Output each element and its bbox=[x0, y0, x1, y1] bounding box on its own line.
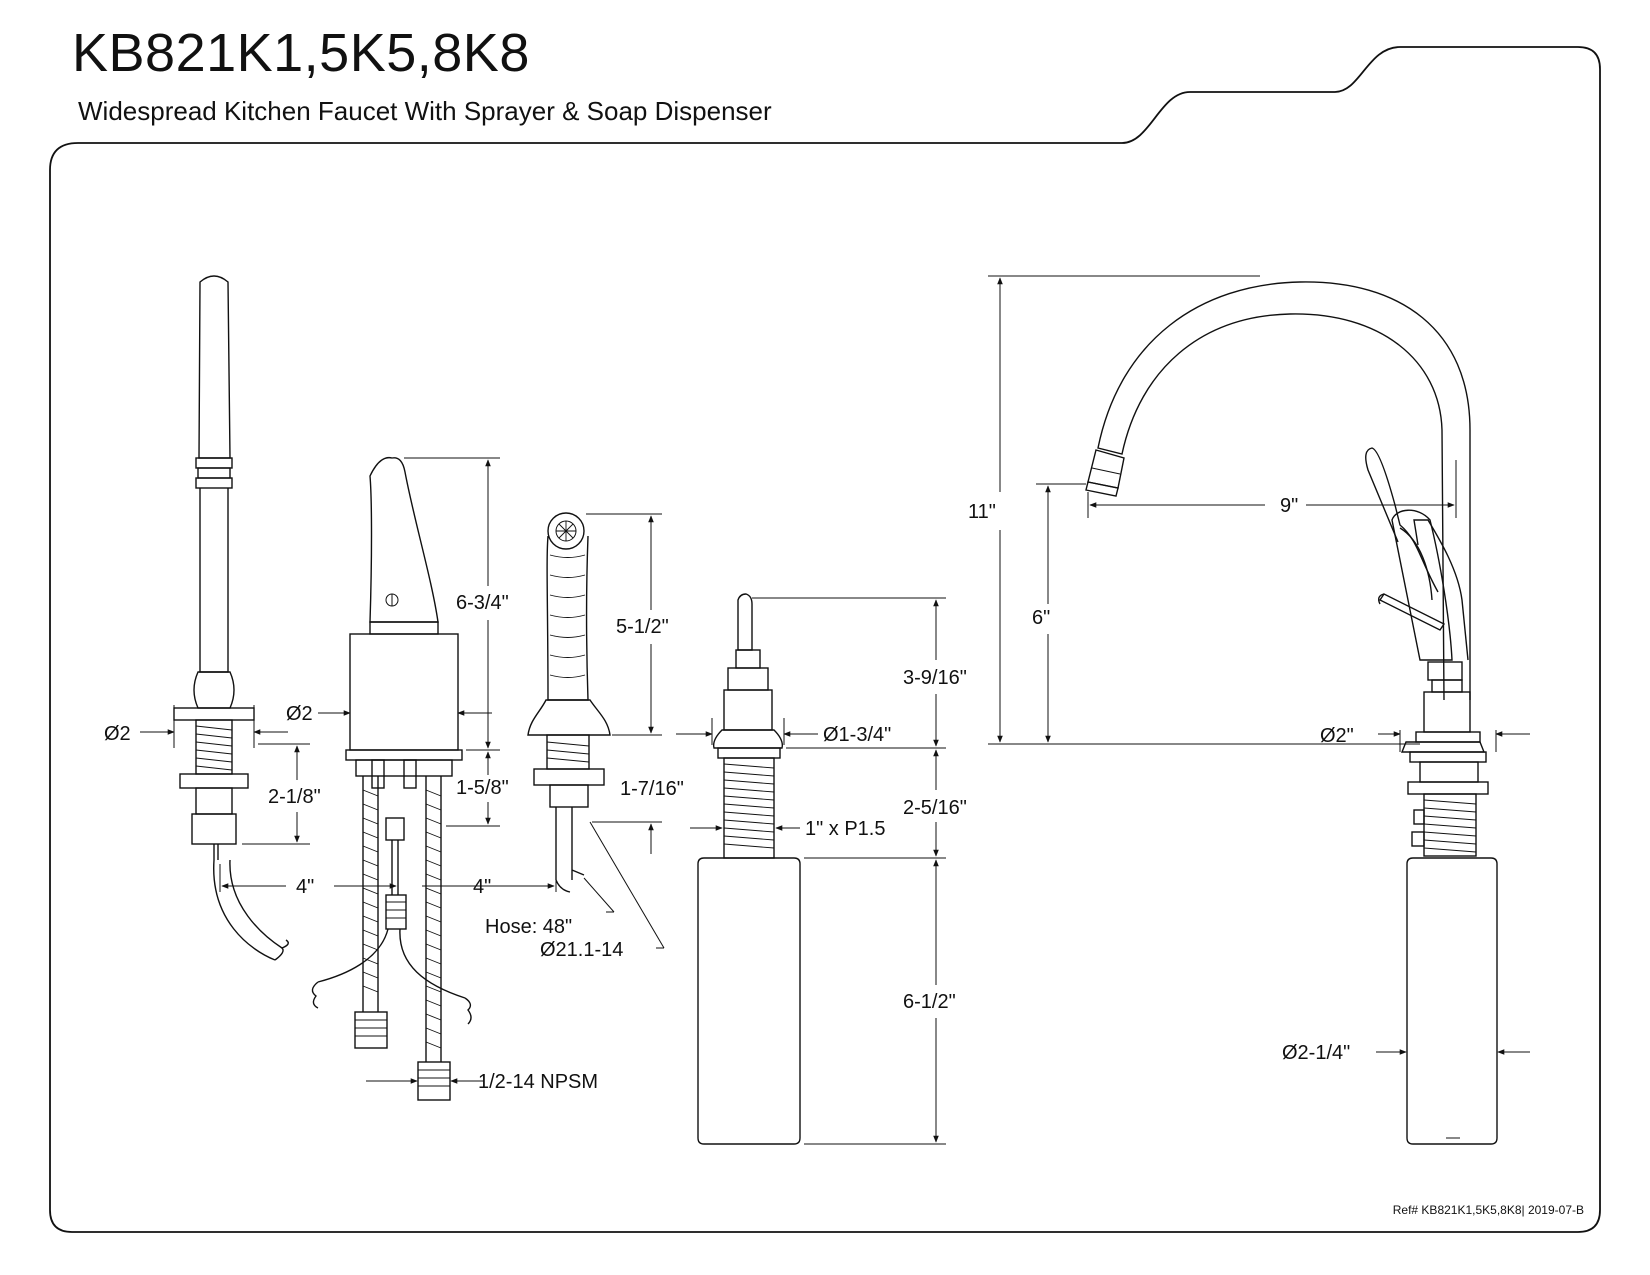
sprayer-assembly bbox=[527, 512, 611, 893]
spacing-left-label: 4" bbox=[296, 876, 314, 898]
spout-height-label: 6" bbox=[1032, 607, 1050, 629]
sprayer-thread-label: Ø21.1-14 bbox=[540, 939, 623, 961]
sprayer-height-label: 5-1/2" bbox=[616, 616, 669, 638]
bottle-diameter-label: Ø2-1/4" bbox=[1282, 1042, 1350, 1064]
soap-diameter-label: Ø1-3/4" bbox=[823, 724, 891, 746]
faucet-diameter-label: Ø2" bbox=[1320, 725, 1354, 747]
faucet-height-label: 11" bbox=[968, 501, 996, 523]
drawing-frame bbox=[49, 46, 1601, 1233]
valve-assembly bbox=[173, 275, 289, 961]
soap-dispenser bbox=[697, 593, 801, 1145]
hose-length-label: Hose: 48" bbox=[485, 916, 572, 938]
handle-shank-label: 1-5/8" bbox=[456, 777, 509, 799]
valve-shank-label: 2-1/8" bbox=[268, 786, 321, 808]
supply-thread-label: 1/2-14 NPSM bbox=[478, 1071, 598, 1093]
soap-shank-label: 2-5/16" bbox=[903, 797, 967, 819]
sprayer-shank-label: 1-7/16" bbox=[620, 778, 684, 800]
handle-diameter-label: Ø2 bbox=[286, 703, 313, 725]
soap-bottle-label: 6-1/2" bbox=[903, 991, 956, 1013]
spacing-right-label: 4" bbox=[473, 876, 491, 898]
page-title: KB821K1,5K5,8K8 bbox=[72, 23, 530, 83]
page-subtitle: Widespread Kitchen Faucet With Sprayer &… bbox=[78, 96, 772, 126]
valve-diameter-label: Ø2 bbox=[104, 723, 131, 745]
soap-thread-label: 1" x P1.5 bbox=[805, 818, 885, 840]
reference-note: Ref# KB821K1,5K5,8K8| 2019-07-B bbox=[1392, 1203, 1584, 1217]
faucet-assembly bbox=[1085, 281, 1498, 1145]
soap-height-label: 3-9/16" bbox=[903, 667, 967, 689]
handle-assembly bbox=[311, 456, 472, 1101]
handle-height-label: 6-3/4" bbox=[456, 592, 509, 614]
spout-reach-label: 9" bbox=[1280, 495, 1298, 517]
